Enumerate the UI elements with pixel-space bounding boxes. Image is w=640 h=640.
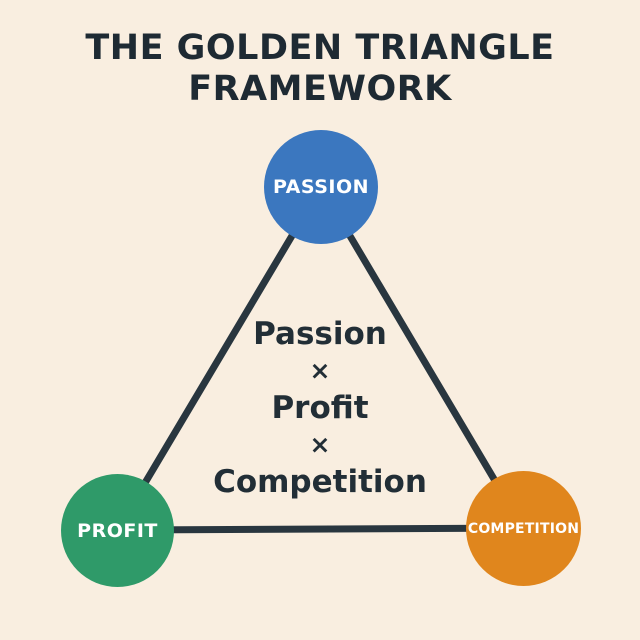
node-competition-label: COMPETITION <box>467 520 580 537</box>
node-profit-label: PROFIT <box>77 519 158 542</box>
node-competition: COMPETITION <box>466 471 581 586</box>
page-title: THE GOLDEN TRIANGLE FRAMEWORK <box>0 28 640 110</box>
multiply-icon: × <box>309 430 331 459</box>
page-title-line2: FRAMEWORK <box>188 69 452 109</box>
edge-profit-competition <box>113 524 527 534</box>
node-passion-label: PASSION <box>272 176 370 198</box>
node-passion: PASSION <box>264 130 378 244</box>
equation-term-passion: Passion <box>253 316 387 352</box>
node-profit: PROFIT <box>61 474 174 587</box>
equation-term-profit: Profit <box>271 390 369 426</box>
equation-block: Passion × Profit × Competition <box>0 314 640 502</box>
multiply-icon: × <box>309 356 331 385</box>
edge-passion-profit <box>113 183 325 534</box>
edge-passion-competition <box>317 183 527 532</box>
equation-term-competition: Competition <box>213 464 427 500</box>
page-title-line1: THE GOLDEN TRIANGLE <box>85 28 555 68</box>
